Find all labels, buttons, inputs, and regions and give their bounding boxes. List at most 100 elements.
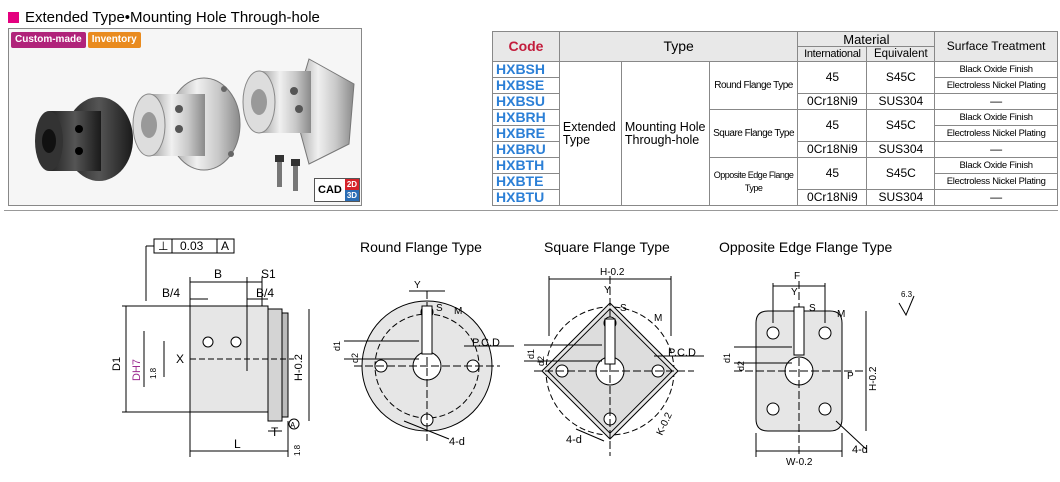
dim-B: B [214, 267, 222, 281]
cap-screws-image [275, 155, 300, 191]
inventory-badge: Inventory [87, 32, 141, 48]
material-equivalent-cell: S45C [866, 157, 936, 190]
opposite-dim-F: F [794, 271, 800, 282]
material-international-cell: 0Cr18Ni9 [797, 189, 868, 206]
material-international-cell: 0Cr18Ni9 [797, 93, 868, 110]
header-equivalent: Equivalent [866, 46, 936, 62]
header-code: Code [492, 31, 560, 62]
opposite-dim-S: S [809, 303, 816, 314]
opposite-dim-H: H-0.2 [868, 366, 879, 391]
code-cell: HXBTU [492, 189, 560, 206]
code-cell: HXBTE [492, 173, 560, 190]
square-flange-drawing [524, 276, 704, 456]
section-title: Extended Type•Mounting Hole Through-hole [25, 8, 320, 26]
dim-DH7: DH7 [131, 359, 143, 381]
surface-roughness-label: 6.3 [901, 290, 913, 299]
surface-cell: Electroless Nickel Plating [934, 77, 1058, 94]
header-international: International [797, 46, 868, 62]
square-dim-K: K-0.2 [655, 411, 675, 438]
header-surface-treatment: Surface Treatment [934, 31, 1058, 62]
section-heading: Extended Type•Mounting Hole Through-hole [8, 8, 320, 26]
material-equivalent-cell: SUS304 [866, 93, 936, 110]
opposite-dim-W: W-0.2 [786, 457, 813, 468]
dim-D1: D1 [111, 357, 123, 371]
tolerance-value: 0.03 [180, 239, 204, 253]
round-dim-d1: d1 [332, 341, 342, 351]
opposite-dim-4d: 4-d [852, 444, 868, 456]
square-dim-d2: d2 [536, 356, 546, 366]
cad-2d-tag[interactable]: 2D [344, 179, 360, 190]
opposite-dim-d2: d2 [736, 361, 746, 371]
dim-X: X [176, 352, 184, 366]
opposite-dim-Y: Y [791, 287, 798, 298]
code-cell: HXBTH [492, 157, 560, 174]
code-cell: HXBSH [492, 61, 560, 78]
surface-cell: Electroless Nickel Plating [934, 125, 1058, 142]
dim-B4-left: B/4 [162, 286, 180, 300]
material-international-cell: 45 [797, 109, 868, 142]
square-dim-S: S [620, 303, 627, 314]
round-dim-PCD: P.C.D [472, 337, 500, 349]
material-international-cell: 45 [797, 157, 868, 190]
heading-marker-icon [8, 11, 19, 23]
spec-table: Code Type Material Surface Treatment Int… [492, 31, 1058, 206]
material-equivalent-cell: SUS304 [866, 141, 936, 158]
code-cell: HXBSE [492, 77, 560, 94]
title-round-flange: Round Flange Type [360, 239, 482, 255]
cad-3d-tag[interactable]: 3D [344, 190, 360, 201]
surface-cell: — [934, 189, 1058, 206]
product-photo [35, 58, 355, 191]
tolerance-datum: A [221, 239, 229, 253]
surface-cell: Electroless Nickel Plating [934, 173, 1058, 190]
flange-type-cell: Opposite Edge Flange Type [708, 157, 799, 206]
opposite-dim-d1: d1 [722, 353, 732, 363]
round-dim-M: M [454, 306, 462, 317]
dim-1.8-left: 1.8 [149, 367, 158, 379]
square-dim-4d: 4-d [566, 434, 582, 446]
square-dim-M: M [654, 313, 662, 324]
tolerance-symbol: ⊥ [158, 239, 168, 253]
code-cell: HXBRE [492, 125, 560, 142]
code-cell: HXBRU [492, 141, 560, 158]
black-coupling-image [35, 97, 133, 181]
product-photo-panel: Custom-made Inventory CAD 2D 3D [8, 28, 362, 206]
header-material: Material [797, 31, 936, 47]
side-view-drawing [122, 238, 310, 457]
opposite-dim-M: M [837, 309, 845, 320]
dim-L: L [234, 437, 241, 451]
round-dim-d2: d2 [350, 353, 360, 363]
surface-cell: — [934, 141, 1058, 158]
square-dim-H: H-0.2 [600, 267, 625, 278]
surface-cell: Black Oxide Finish [934, 157, 1058, 174]
material-equivalent-cell: S45C [866, 109, 936, 142]
material-international-cell: 0Cr18Ni9 [797, 141, 868, 158]
dim-S1: S1 [261, 267, 276, 281]
dim-datum-A: A [290, 421, 296, 430]
section-divider [4, 210, 1058, 211]
custom-made-badge: Custom-made [11, 32, 86, 48]
type-mounting-cell: Mounting Hole Through-hole [620, 61, 710, 206]
header-type: Type [558, 31, 799, 62]
dim-H-side: H-0.2 [293, 354, 305, 381]
surface-cell: — [934, 93, 1058, 110]
technical-drawing: ⊥ 0.03 A B S1 B/4 B/4 D1 DH7 X 1.8 L T A… [111, 238, 915, 468]
material-international-cell: 45 [797, 61, 868, 94]
title-opposite-flange: Opposite Edge Flange Type [719, 239, 893, 255]
flange-type-cell: Round Flange Type [708, 61, 799, 110]
dim-B4-right: B/4 [256, 286, 274, 300]
code-cell: HXBSU [492, 93, 560, 110]
round-dim-S: S [436, 303, 443, 314]
cad-download-badge[interactable]: CAD 2D 3D [314, 178, 361, 202]
code-cell: HXBRH [492, 109, 560, 126]
square-dim-d1: d1 [526, 349, 536, 359]
material-equivalent-cell: SUS304 [866, 189, 936, 206]
round-dim-Y: Y [414, 280, 421, 291]
cad-label: CAD [318, 184, 342, 196]
material-equivalent-cell: S45C [866, 61, 936, 94]
opposite-dim-P: P [847, 371, 854, 382]
square-dim-PCD: P.C.D [668, 347, 696, 359]
square-dim-Y: Y [604, 285, 611, 296]
type-extended-cell: Extended Type [558, 61, 622, 206]
title-square-flange: Square Flange Type [544, 239, 670, 255]
round-flange-drawing [344, 290, 514, 441]
